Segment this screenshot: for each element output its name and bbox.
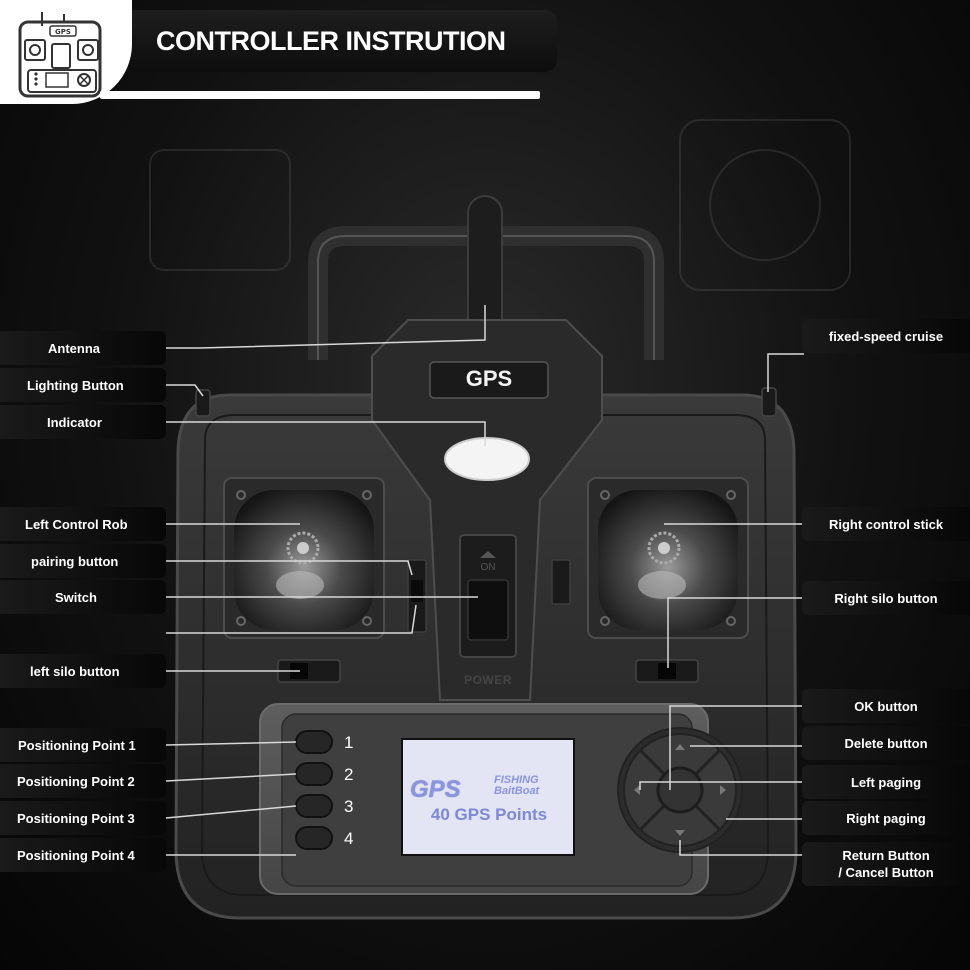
positioning-buttons (295, 730, 333, 850)
label-return-button: Return Button / Cancel Button (802, 842, 970, 886)
lighting-button (195, 389, 211, 417)
background-outlines (149, 119, 851, 291)
label-right-paging: Right paging (802, 801, 970, 835)
power-label: POWER (464, 673, 512, 687)
positioning-number-4: 4 (344, 829, 354, 848)
lcd-brand-sub: FISHING BaitBoat (494, 775, 539, 797)
label-return-line1: Return Button (842, 848, 930, 863)
label-positioning-point-3: Positioning Point 3 (0, 801, 166, 835)
lcd-brand: GPS (410, 776, 461, 803)
positioning-number-1: 1 (344, 733, 354, 752)
positioning-number-3: 3 (344, 797, 354, 816)
top-module (371, 319, 603, 701)
lcd-screen (401, 738, 575, 856)
label-left-paging: Left paging (802, 765, 970, 799)
label-ok-button: OK button (802, 689, 970, 723)
direction-pad (617, 727, 743, 853)
label-fixed-speed-cruise: fixed-speed cruise (802, 319, 970, 353)
label-pairing-button: pairing button (0, 544, 166, 578)
label-lighting-button: Lighting Button (0, 368, 166, 402)
label-antenna: Antenna (0, 331, 166, 365)
label-right-silo-button: Right silo button (802, 581, 970, 615)
label-positioning-point-4: Positioning Point 4 (0, 838, 166, 872)
leader-lines (165, 305, 804, 856)
logo-text: GPS (55, 28, 71, 36)
label-indicator: Indicator (0, 405, 166, 439)
indicator-light (444, 437, 530, 481)
title-bar (132, 10, 557, 72)
right-side-switch (551, 559, 571, 605)
remote-controller-icon: GPS (18, 12, 102, 98)
lcd-brand-sub-1: FISHING (494, 774, 539, 786)
gps-badge-label: GPS (465, 366, 513, 391)
lcd-caption: 40 GPS Points (430, 805, 548, 824)
label-left-silo-button: left silo button (0, 654, 166, 688)
title-underline (100, 91, 540, 99)
logo-badge: GPS (0, 0, 132, 104)
label-switch: Switch (0, 580, 166, 614)
lcd-brand-sub-2: BaitBoat (494, 785, 540, 797)
label-left-control-rob: Left Control Rob (0, 507, 166, 541)
cruise-button (761, 387, 777, 417)
label-right-control-stick: Right control stick (802, 507, 970, 541)
positioning-number-2: 2 (344, 765, 354, 784)
label-return-line2: / Cancel Button (838, 865, 934, 880)
power-switch-slider (467, 579, 509, 641)
gps-badge (429, 361, 549, 399)
page-title: CONTROLLER INSTRUTION (156, 26, 506, 56)
label-positioning-point-2: Positioning Point 2 (0, 764, 166, 798)
left-control-stick (223, 477, 385, 639)
label-positioning-point-1: Positioning Point 1 (0, 728, 166, 762)
label-delete-button: Delete button (802, 726, 970, 760)
switch-on-label: ON (480, 562, 496, 573)
